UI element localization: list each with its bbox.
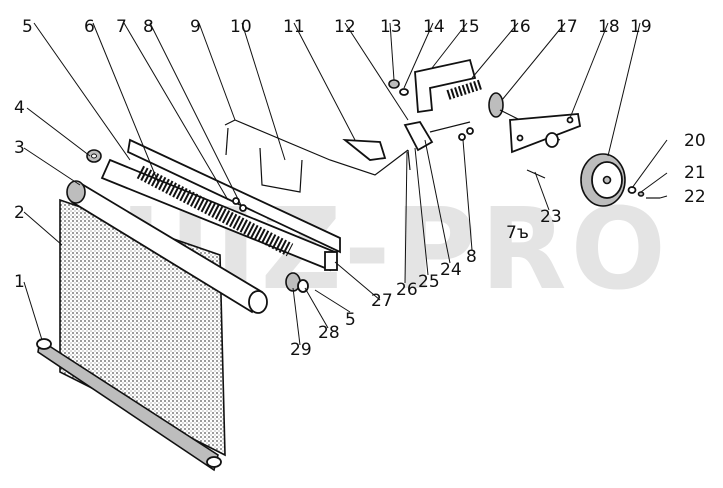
callout-10: 10 [230, 17, 252, 37]
callout-25: 25 [418, 272, 440, 292]
callout-21: 21 [684, 163, 706, 183]
callout-labels: 5 6 7 8 9 10 11 12 13 14 15 16 17 18 19 … [14, 17, 706, 360]
callout-16: 16 [509, 17, 531, 37]
roller-tube-part-3 [66, 180, 268, 314]
spring-part-16 [446, 79, 484, 100]
strip-part-6 [127, 138, 341, 254]
callout-26: 26 [396, 280, 418, 300]
callout-5b: 5 [345, 310, 356, 330]
callout-2: 2 [14, 203, 25, 223]
callout-8b: 8 [466, 247, 477, 267]
callout-15: 15 [458, 17, 480, 37]
pin-part-8 [232, 127, 474, 212]
callout-5a: 5 [22, 17, 33, 37]
callout-28: 28 [318, 323, 340, 343]
callout-24: 24 [440, 260, 462, 280]
callout-1: 1 [14, 272, 25, 292]
callout-20: 20 [684, 131, 706, 151]
callout-23: 23 [540, 207, 562, 227]
knob-part-19 [580, 153, 626, 207]
callout-29: 29 [290, 340, 312, 360]
callout-18: 18 [598, 17, 620, 37]
callout-27: 27 [371, 291, 393, 311]
bottom-bar-part-1 [36, 338, 222, 472]
callout-7a: 7 [116, 17, 127, 37]
callout-11: 11 [283, 17, 305, 37]
callout-14: 14 [423, 17, 445, 37]
callout-22: 22 [684, 187, 706, 207]
callout-12: 12 [334, 17, 356, 37]
callout-3: 3 [14, 138, 25, 158]
callout-13: 13 [380, 17, 402, 37]
callout-19: 19 [630, 17, 652, 37]
callout-6: 6 [84, 17, 95, 37]
callout-9: 9 [190, 17, 201, 37]
callout-8a: 8 [143, 17, 154, 37]
clip-part-24 [403, 120, 471, 171]
fasteners-parts-20-22 [627, 186, 660, 199]
roller-shaft-part-27 [100, 158, 338, 272]
plate-part-18 [509, 113, 582, 154]
bracket-part-15 [388, 58, 477, 114]
lever-rod-part-10 [224, 119, 409, 193]
callout-7b: 7ъ [506, 223, 529, 243]
small-lever-part-11 [342, 138, 387, 161]
washer-part-4 [86, 149, 102, 163]
callout-4: 4 [14, 98, 25, 118]
leader-lines [23, 22, 668, 346]
callout-17: 17 [556, 17, 578, 37]
